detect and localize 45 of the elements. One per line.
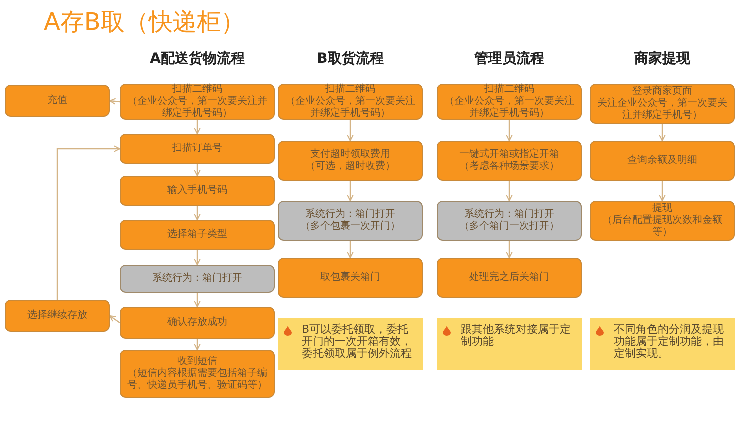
process-box: 处理完之后关箱门	[437, 258, 582, 298]
arrow	[347, 120, 354, 142]
arrow	[347, 181, 354, 202]
process-box: 查询余额及明细	[590, 141, 735, 181]
note-box: 跟其他系统对接属于定制功能	[437, 318, 582, 370]
arrow	[659, 181, 666, 202]
system-action-box: 系统行为：箱门打开 （多个包裹一次开门）	[278, 201, 423, 241]
arrow	[506, 241, 513, 259]
system-action-box: 系统行为：箱门打开	[120, 265, 275, 293]
note-box: B可以委托领取，委托开门的一次开箱有效，委托领取属于例外流程	[278, 318, 423, 370]
process-box: 登录商家页面 关注企业公众号，第一次要关注并绑定手机号）	[590, 84, 735, 124]
column-heading: 商家提现	[634, 50, 692, 68]
arrow	[194, 250, 201, 266]
process-box: 确认存放成功	[120, 307, 275, 339]
arrow	[194, 206, 201, 221]
arrow	[109, 315, 120, 324]
process-box: 取包裹关箱门	[278, 258, 423, 298]
column-heading: B取货流程	[316, 50, 385, 68]
arrow	[506, 181, 513, 202]
arrow	[56, 146, 121, 300]
arrow	[109, 98, 120, 105]
column-heading: 管理员流程	[474, 50, 546, 68]
title: A存B取（快递柜）	[44, 7, 245, 38]
system-action-box: 系统行为：箱门打开 （多个箱门一次打开）	[437, 201, 582, 241]
process-box: 选择继续存放	[5, 300, 110, 332]
process-box: 提现 （后台配置提现次数和金额等）	[590, 201, 735, 241]
process-box: 扫描二维码 （企业公众号，第一次要关注并绑定手机号码）	[278, 84, 423, 120]
process-box: 扫描二维码 （企业公众号，第一次要关注并绑定手机号码）	[437, 84, 582, 120]
process-box: 充值	[5, 85, 110, 117]
arrow	[194, 293, 201, 308]
process-box: 选择箱子类型	[120, 220, 275, 250]
process-box: 输入手机号码	[120, 176, 275, 206]
arrow	[194, 120, 201, 135]
arrow	[506, 120, 513, 142]
note-box: 不同角色的分润及提现功能属于定制功能，由定制实现。	[590, 318, 735, 370]
process-box: 一键式开箱或指定开箱 （考虑各种场景要求）	[437, 141, 582, 181]
process-box: 扫描订单号	[120, 134, 275, 164]
arrow	[347, 241, 354, 259]
process-box: 支付超时领取费用 （可选，超时收费）	[278, 141, 423, 181]
arrow	[194, 339, 201, 351]
arrow	[194, 164, 201, 177]
column-heading: A配送货物流程	[149, 50, 246, 68]
process-box: 扫描二维码 （企业公众号，第一次要关注并绑定手机号码）	[120, 84, 275, 120]
arrow	[659, 124, 666, 142]
process-box: 收到短信 （短信内容根据需要包括箱子编号、快递员手机号、验证码等）	[120, 350, 275, 398]
